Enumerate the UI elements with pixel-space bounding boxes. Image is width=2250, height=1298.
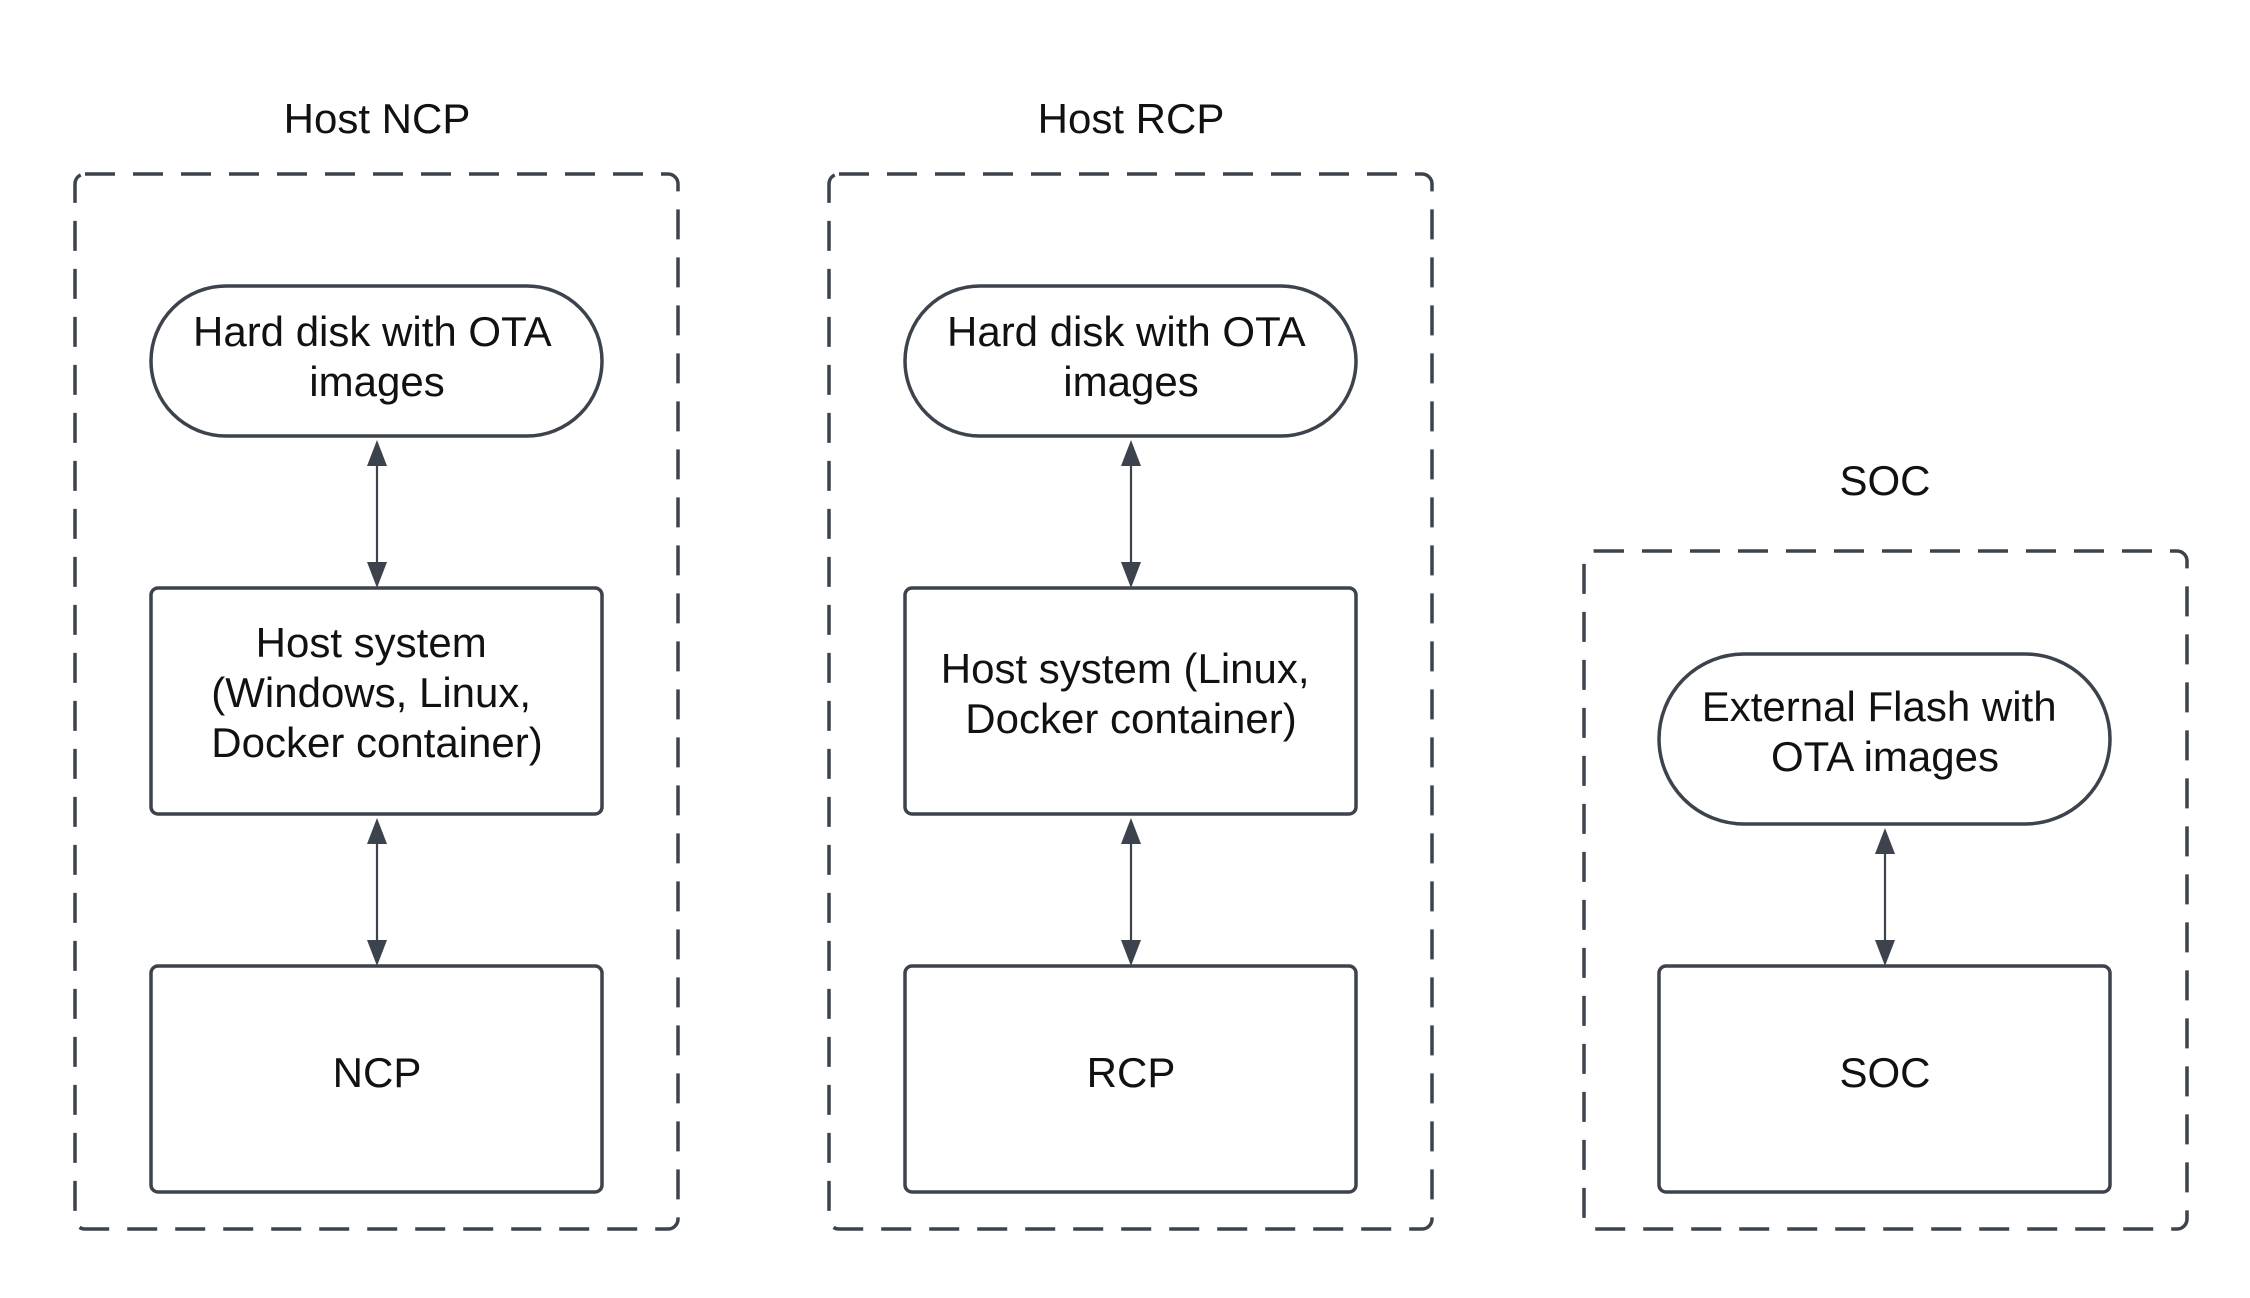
device-node-ncp bbox=[149, 964, 604, 1194]
host-system-label: Host system (Windows, Linux, Docker cont… bbox=[211, 619, 542, 766]
storage-node-hard-disk bbox=[149, 284, 604, 438]
bidirectional-arrow bbox=[1875, 828, 1895, 966]
device-label-rcp: RCP bbox=[1087, 1049, 1176, 1096]
group-soc: SOC External Flash with OTA images SOC bbox=[1582, 457, 2189, 1231]
group-frame-host-ncp bbox=[73, 172, 680, 1231]
bidirectional-arrow bbox=[367, 440, 387, 588]
host-system-node bbox=[903, 586, 1358, 816]
group-host-rcp: Host RCP Hard disk with OTA images Host … bbox=[827, 95, 1434, 1231]
group-frame-soc bbox=[1582, 549, 2189, 1231]
host-system-label: Host system (Linux, Docker container) bbox=[941, 645, 1321, 742]
bidirectional-arrow bbox=[1121, 440, 1141, 588]
device-node-rcp bbox=[903, 964, 1358, 1194]
group-title-host-ncp: Host NCP bbox=[284, 95, 471, 142]
storage-node-external-flash bbox=[1657, 652, 2112, 826]
device-node-soc bbox=[1657, 964, 2112, 1194]
storage-node-label: External Flash with OTA images bbox=[1702, 683, 2068, 780]
storage-node-hard-disk bbox=[903, 284, 1358, 438]
group-title-host-rcp: Host RCP bbox=[1038, 95, 1225, 142]
group-title-soc: SOC bbox=[1839, 457, 1930, 504]
group-host-ncp: Host NCP Hard disk with OTA images Host … bbox=[73, 95, 680, 1231]
bidirectional-arrow bbox=[1121, 818, 1141, 966]
group-frame-host-rcp bbox=[827, 172, 1434, 1231]
bidirectional-arrow bbox=[367, 818, 387, 966]
storage-node-label: Hard disk with OTA images bbox=[193, 308, 561, 405]
host-system-node bbox=[149, 586, 604, 816]
device-label-soc: SOC bbox=[1839, 1049, 1930, 1096]
storage-node-label: Hard disk with OTA images bbox=[947, 308, 1315, 405]
device-label-ncp: NCP bbox=[333, 1049, 422, 1096]
